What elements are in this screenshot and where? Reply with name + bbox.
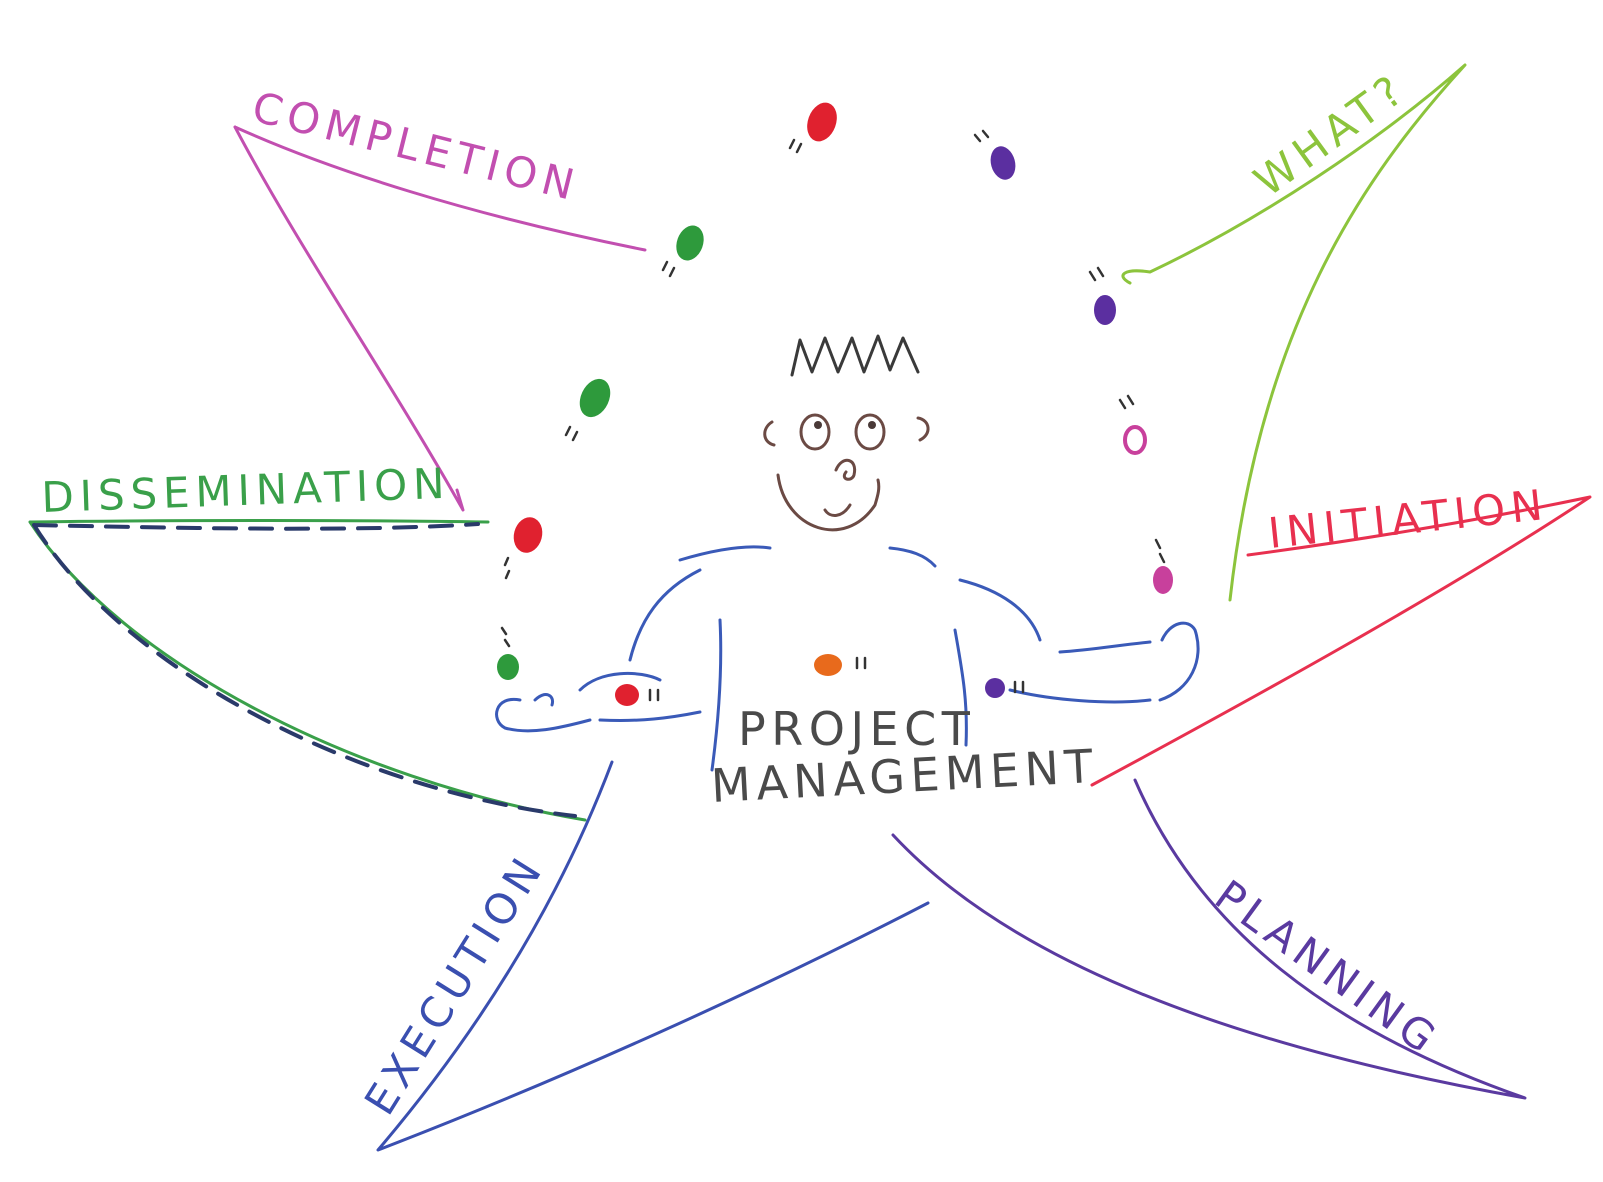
branch-completion-label: COMPLETION: [248, 82, 585, 211]
branch-dissemination-outline: [28, 519, 587, 822]
branch-what-outline: [1121, 63, 1467, 602]
ball-red-left-arm: [615, 684, 660, 706]
branch-execution-outline: [376, 760, 930, 1152]
branch-dissemination-dashes: [32, 522, 577, 818]
shoulder-line-left: [678, 545, 772, 562]
ball-purple-top: [973, 129, 1016, 180]
branch-completion-outline: [233, 125, 647, 512]
smile: [776, 473, 881, 532]
ball-green-left-hand: [497, 626, 519, 680]
torso-right: [953, 628, 968, 747]
ball-green-left-mid: [564, 378, 611, 442]
right-ear: [916, 416, 930, 442]
branch-initiation-label: INITIATION: [1266, 480, 1551, 558]
ball-pink-right-low: [1153, 538, 1173, 594]
torso-left: [710, 618, 723, 772]
branch-completion: COMPLETION: [233, 82, 647, 512]
right-pupil: [868, 421, 876, 429]
ball-pink-right-mid: [1118, 394, 1147, 455]
left-pupil: [814, 421, 822, 429]
ball-red-left-low: [503, 517, 543, 580]
ball-purple-right-arm: [985, 678, 1025, 698]
right-arm: [958, 578, 1152, 704]
branch-dissemination-label: DISSEMINATION: [41, 459, 452, 522]
ball-purple-right-high: [1088, 266, 1116, 325]
left-ear: [763, 420, 776, 447]
branch-execution-label: EXECUTION: [355, 845, 554, 1123]
right-hand: [1158, 621, 1200, 702]
left-hand: [495, 693, 592, 733]
branch-initiation-outline: [1090, 495, 1592, 787]
branch-planning-label: PLANNING: [1206, 870, 1449, 1065]
branch-execution: EXECUTION: [355, 760, 930, 1152]
shoulder-line-right: [888, 546, 937, 568]
branch-dissemination: DISSEMINATION: [28, 459, 587, 822]
left-eye: [799, 413, 831, 451]
smile-dimple: [823, 503, 852, 517]
right-eye: [854, 413, 886, 451]
branch-what-label: WHAT?: [1245, 63, 1416, 206]
left-arm: [578, 568, 702, 723]
nose: [834, 459, 857, 481]
ball-red-top: [788, 102, 837, 154]
branch-planning: PLANNING: [891, 778, 1527, 1100]
center-title-line1: PROJECT: [738, 702, 975, 756]
ball-orange-center: [814, 654, 867, 676]
juggling-balls: [497, 102, 1173, 706]
hair: [790, 334, 920, 377]
branch-planning-outline: [891, 778, 1527, 1100]
ball-green-left-high: [661, 225, 704, 278]
